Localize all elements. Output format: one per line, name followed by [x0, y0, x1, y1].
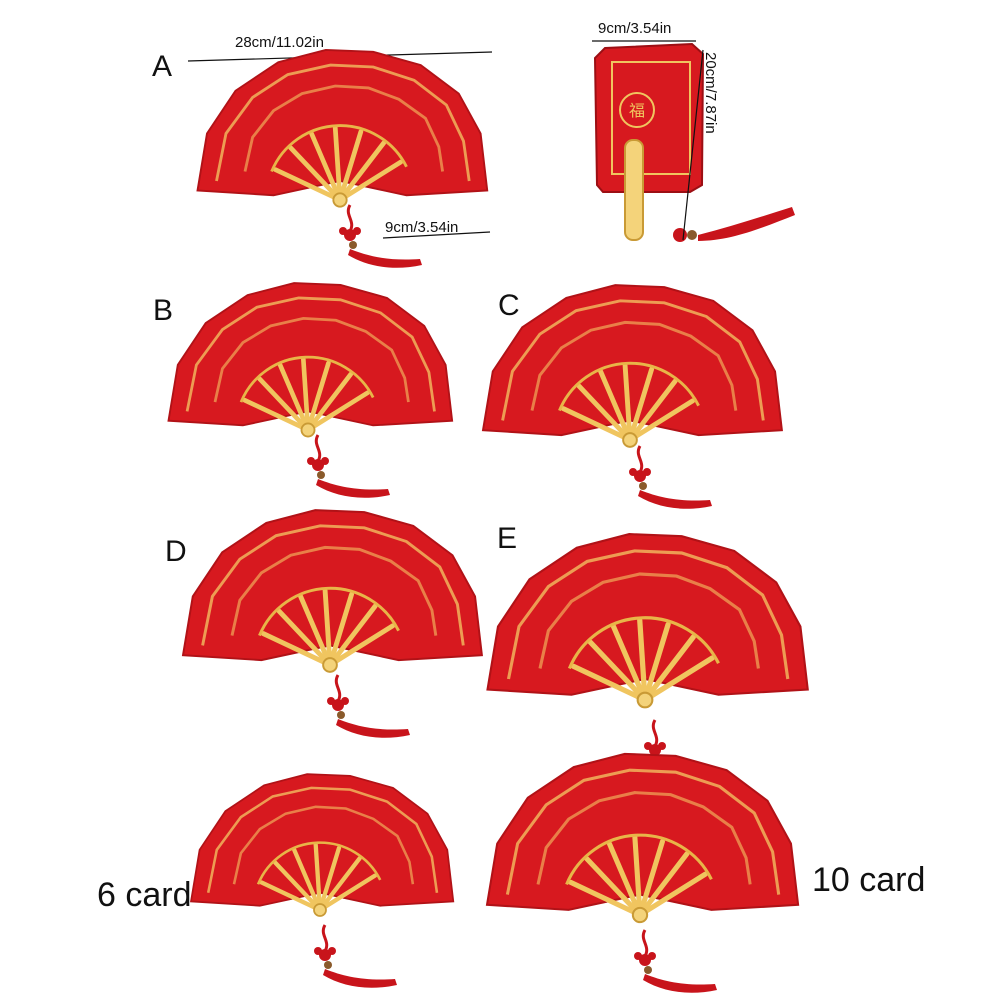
tassel-six-icon: [312, 923, 399, 990]
label-e: E: [497, 522, 517, 555]
fan-icon: [198, 50, 488, 207]
fan-ten-card: [487, 754, 798, 922]
tassel-ten-icon: [632, 928, 719, 995]
fan-width-label: 28cm/11.02in: [235, 34, 324, 51]
tassel-c-icon: [627, 444, 714, 511]
closed-height-label: 20cm/7.87in: [702, 52, 719, 134]
label-d: D: [165, 535, 187, 568]
fan-six-card: [191, 774, 453, 916]
fan-e: [488, 534, 808, 707]
fan-c: [483, 285, 782, 447]
svg-text:福: 福: [629, 101, 645, 120]
label-a: A: [152, 50, 172, 83]
closed-envelope: 福: [592, 40, 795, 242]
ten-card-label: 10 card: [812, 861, 925, 899]
fan-d: [183, 510, 482, 672]
closed-width-label: 9cm/3.54in: [598, 20, 671, 37]
fu-seal-icon: [619, 92, 655, 128]
six-card-label: 6 card: [97, 876, 192, 914]
fan-card-width-label: 9cm/3.54in: [385, 219, 458, 236]
fan-a: [187, 50, 493, 270]
label-c: C: [498, 289, 520, 322]
fan-b: [168, 283, 452, 436]
tassel-b-icon: [305, 433, 392, 500]
label-b: B: [153, 294, 173, 327]
closed-envelope-icon: [593, 42, 705, 193]
closed-tassel-icon: [673, 207, 795, 242]
tassel-d-icon: [325, 673, 412, 740]
